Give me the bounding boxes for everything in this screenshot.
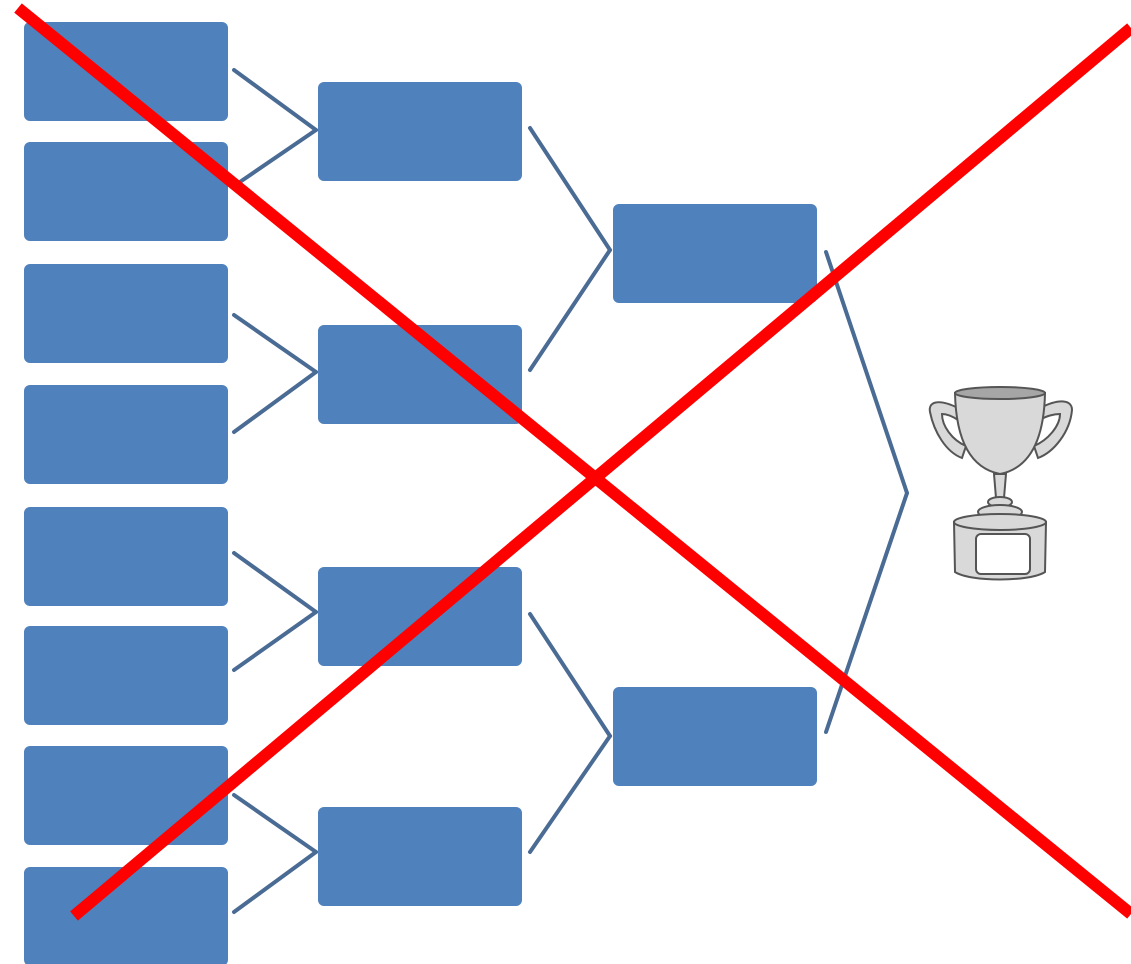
connector-r1-3-bottom (232, 610, 318, 672)
bracket-connectors (232, 68, 909, 914)
bracket-slot-round1-8 (24, 867, 228, 964)
bracket-slot-round3-2 (613, 687, 817, 786)
bracket-slot-round2-4 (318, 807, 522, 906)
bracket-slot-round1-5 (24, 507, 228, 606)
trophy-rim (954, 386, 1046, 400)
bracket-slot-round1-3 (24, 264, 228, 363)
connector-r1-3-top (232, 551, 318, 614)
connector-r2-2-bottom (528, 734, 612, 854)
cross-line-1 (14, 3, 1131, 919)
connector-r1-1-top (232, 68, 318, 132)
connector-r1-4-bottom (232, 850, 318, 914)
connector-r2-1-top (528, 126, 612, 252)
connector-r1-4-top (232, 793, 318, 854)
bracket-slot-round2-1 (318, 82, 522, 181)
connector-final-top (824, 250, 909, 495)
red-x-cross-out-icon (14, 3, 1131, 921)
connector-final-bottom (824, 491, 909, 734)
trophy-stem (992, 473, 1008, 499)
bracket-slot-round1-7 (24, 746, 228, 845)
trophy-cup (953, 392, 1047, 476)
bracket-slot-round1-2 (24, 142, 228, 241)
connector-r2-2-top (528, 612, 612, 738)
trophy-icon (928, 386, 1074, 581)
connector-r2-1-bottom (528, 248, 612, 372)
bracket-slots (24, 22, 817, 964)
connector-r1-2-bottom (232, 370, 318, 434)
trophy-plaque (975, 533, 1031, 575)
bracket-slot-round2-3 (318, 567, 522, 666)
bracket-slot-round2-2 (318, 325, 522, 424)
bracket-slot-round1-6 (24, 626, 228, 725)
cross-line-2 (70, 23, 1131, 921)
bracket-slot-round1-4 (24, 385, 228, 484)
connector-r1-1-bottom (232, 128, 318, 188)
bracket-slot-round3-1 (613, 204, 817, 303)
trophy-base-top (953, 513, 1047, 531)
connector-r1-2-top (232, 313, 318, 374)
